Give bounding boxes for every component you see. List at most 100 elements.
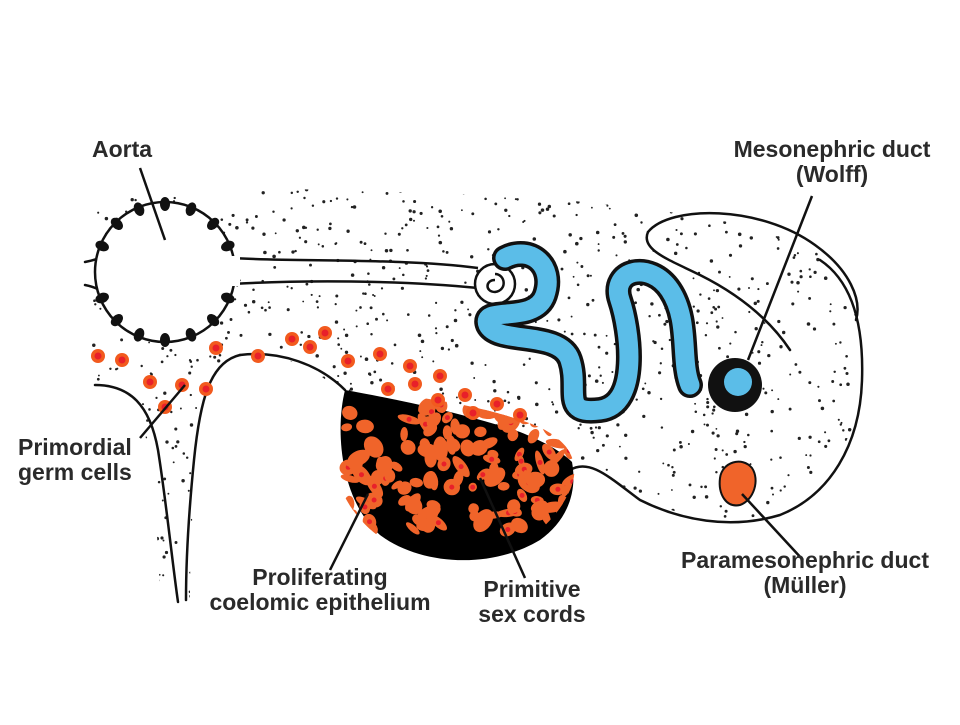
stipple-dot bbox=[590, 179, 593, 182]
label-germ-line1: Primordial bbox=[18, 434, 132, 460]
stipple-dot bbox=[779, 345, 783, 349]
stipple-dot bbox=[824, 431, 827, 434]
stipple-dot bbox=[243, 429, 247, 434]
label-primordial-germ-cells: Primordial germ cells bbox=[18, 435, 132, 485]
stipple-dot bbox=[118, 593, 121, 596]
stipple-dot bbox=[772, 188, 775, 190]
stipple-dot bbox=[390, 362, 394, 365]
stipple-dot bbox=[839, 423, 842, 426]
sex-cord-blob bbox=[525, 471, 546, 488]
sex-cord-germ-cell bbox=[555, 486, 561, 492]
sex-cord-germ-cell bbox=[371, 483, 377, 489]
stipple-dot bbox=[687, 442, 690, 446]
stipple-dot bbox=[165, 440, 169, 444]
stipple-dot bbox=[109, 367, 112, 371]
stipple-dot bbox=[326, 474, 330, 478]
stipple-dot bbox=[256, 547, 260, 551]
stipple-dot bbox=[155, 536, 160, 541]
stipple-dot bbox=[666, 237, 670, 242]
stipple-dot bbox=[702, 413, 706, 417]
stipple-dot bbox=[166, 355, 169, 358]
stipple-dot bbox=[706, 400, 710, 405]
stipple-dot bbox=[634, 301, 637, 305]
stipple-dot bbox=[665, 198, 668, 201]
stipple-dot bbox=[715, 320, 718, 323]
endothelial-cell bbox=[133, 328, 145, 342]
stipple-dot bbox=[228, 222, 232, 226]
stipple-dot bbox=[699, 293, 702, 296]
stipple-dot bbox=[285, 489, 288, 493]
stipple-dot bbox=[748, 310, 751, 314]
stipple-dot bbox=[572, 275, 575, 278]
sex-cord-blob bbox=[531, 503, 549, 521]
stipple-dot bbox=[577, 427, 580, 430]
germ-cell bbox=[458, 388, 472, 402]
stipple-dot bbox=[337, 337, 340, 340]
stipple-dot bbox=[849, 454, 852, 457]
stipple-dot bbox=[280, 398, 284, 402]
stipple-dot bbox=[640, 221, 643, 224]
stipple-dot bbox=[290, 191, 294, 195]
stipple-dot bbox=[647, 390, 651, 395]
stipple-dot bbox=[204, 451, 208, 456]
stipple-dot bbox=[168, 188, 172, 190]
stipple-dot bbox=[593, 564, 598, 568]
stipple-dot bbox=[638, 489, 643, 493]
stipple-dot bbox=[667, 463, 670, 467]
stipple-dot bbox=[89, 416, 93, 420]
germ-cell bbox=[251, 349, 265, 363]
stipple-dot bbox=[470, 188, 473, 190]
stipple-dot bbox=[397, 232, 401, 236]
stipple-dot bbox=[692, 305, 695, 308]
sex-cord-blob bbox=[412, 514, 429, 528]
paramesonephric-duct-shape bbox=[718, 460, 757, 507]
stipple-dot bbox=[420, 339, 425, 344]
stipple-dot bbox=[594, 512, 597, 515]
stipple-dot bbox=[115, 188, 119, 189]
stipple-dot bbox=[706, 423, 709, 427]
sex-cord-blob bbox=[426, 412, 442, 428]
stipple-dot bbox=[839, 341, 842, 344]
stipple-dot bbox=[629, 608, 632, 611]
stipple-dot bbox=[516, 198, 519, 201]
stipple-dot bbox=[425, 274, 428, 277]
stipple-dot bbox=[442, 250, 445, 253]
stipple-dot bbox=[778, 210, 781, 213]
stipple-dot bbox=[279, 345, 283, 349]
stipple-dot bbox=[557, 528, 560, 532]
sex-cord-germ-cell bbox=[423, 421, 428, 427]
stipple-dot bbox=[579, 423, 582, 426]
stipple-dot bbox=[756, 299, 760, 303]
stipple-dot bbox=[304, 226, 308, 229]
sex-cord-blob bbox=[542, 400, 553, 411]
stipple-dot bbox=[295, 229, 299, 233]
stipple-dot bbox=[81, 409, 83, 411]
sex-cord-blob bbox=[405, 522, 420, 535]
stipple-dot bbox=[532, 237, 537, 241]
stipple-dot bbox=[634, 213, 639, 218]
stipple-dot bbox=[203, 432, 207, 436]
stipple-dot bbox=[639, 182, 642, 185]
stipple-dot bbox=[239, 333, 243, 337]
stipple-dot bbox=[195, 407, 198, 409]
stipple-dot bbox=[248, 426, 251, 429]
stipple-dot bbox=[528, 357, 531, 360]
stipple-dot bbox=[336, 458, 340, 461]
stipple-dot bbox=[707, 297, 711, 300]
stipple-dot bbox=[589, 274, 592, 277]
stipple-dot bbox=[632, 505, 636, 509]
stipple-dot bbox=[487, 248, 490, 251]
stipple-dot bbox=[111, 188, 114, 191]
stipple-dot bbox=[83, 400, 86, 403]
stipple-dot bbox=[757, 350, 761, 354]
stipple-dot bbox=[406, 248, 409, 252]
endothelial-cell bbox=[95, 240, 109, 252]
stipple-dot bbox=[589, 426, 593, 430]
stipple-dot bbox=[751, 514, 755, 518]
stipple-dot bbox=[185, 456, 189, 459]
stipple-dot bbox=[372, 293, 375, 297]
stipple-dot bbox=[377, 539, 381, 543]
stipple-dot bbox=[99, 307, 102, 310]
stipple-dot bbox=[256, 502, 260, 506]
stipple-dot bbox=[570, 315, 573, 318]
